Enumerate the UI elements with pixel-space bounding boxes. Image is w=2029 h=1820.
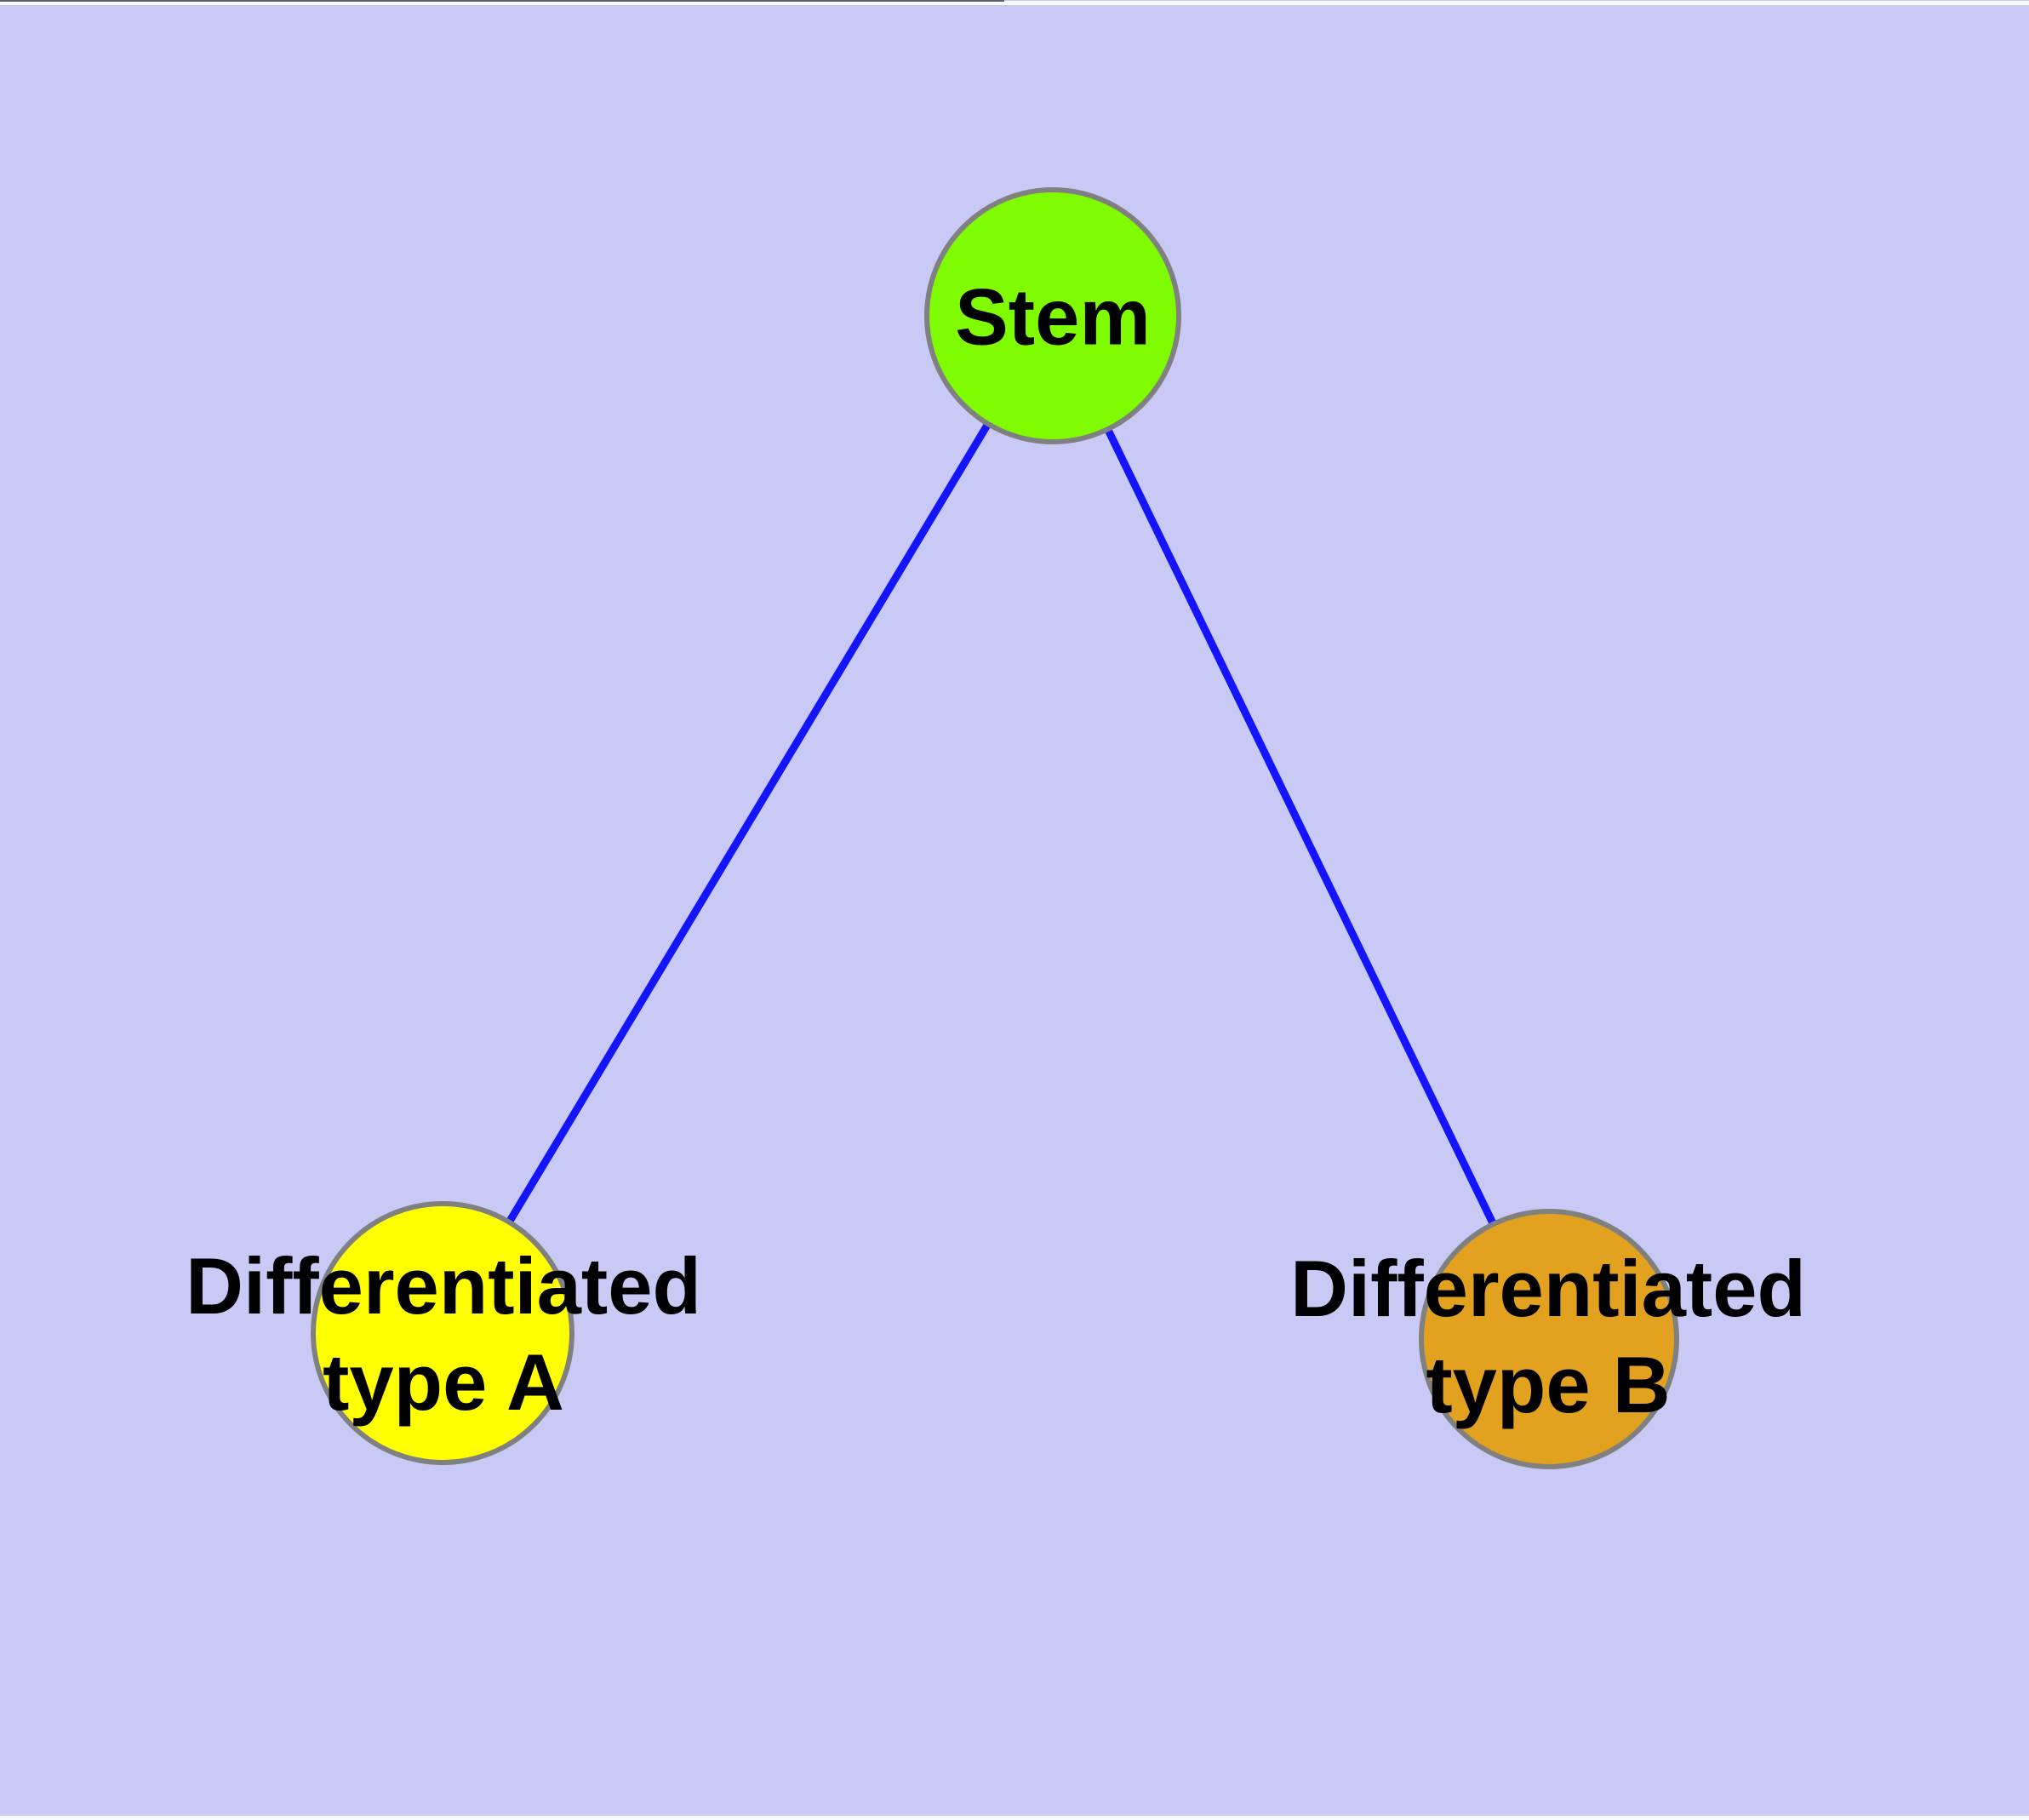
- node-differentiated-type-a: [311, 1201, 574, 1465]
- edge-stem-to-type-a: [439, 313, 1056, 1336]
- node-stem: [924, 187, 1181, 444]
- node-differentiated-type-b: [1419, 1209, 1679, 1469]
- edge-stem-to-type-b: [1049, 314, 1553, 1341]
